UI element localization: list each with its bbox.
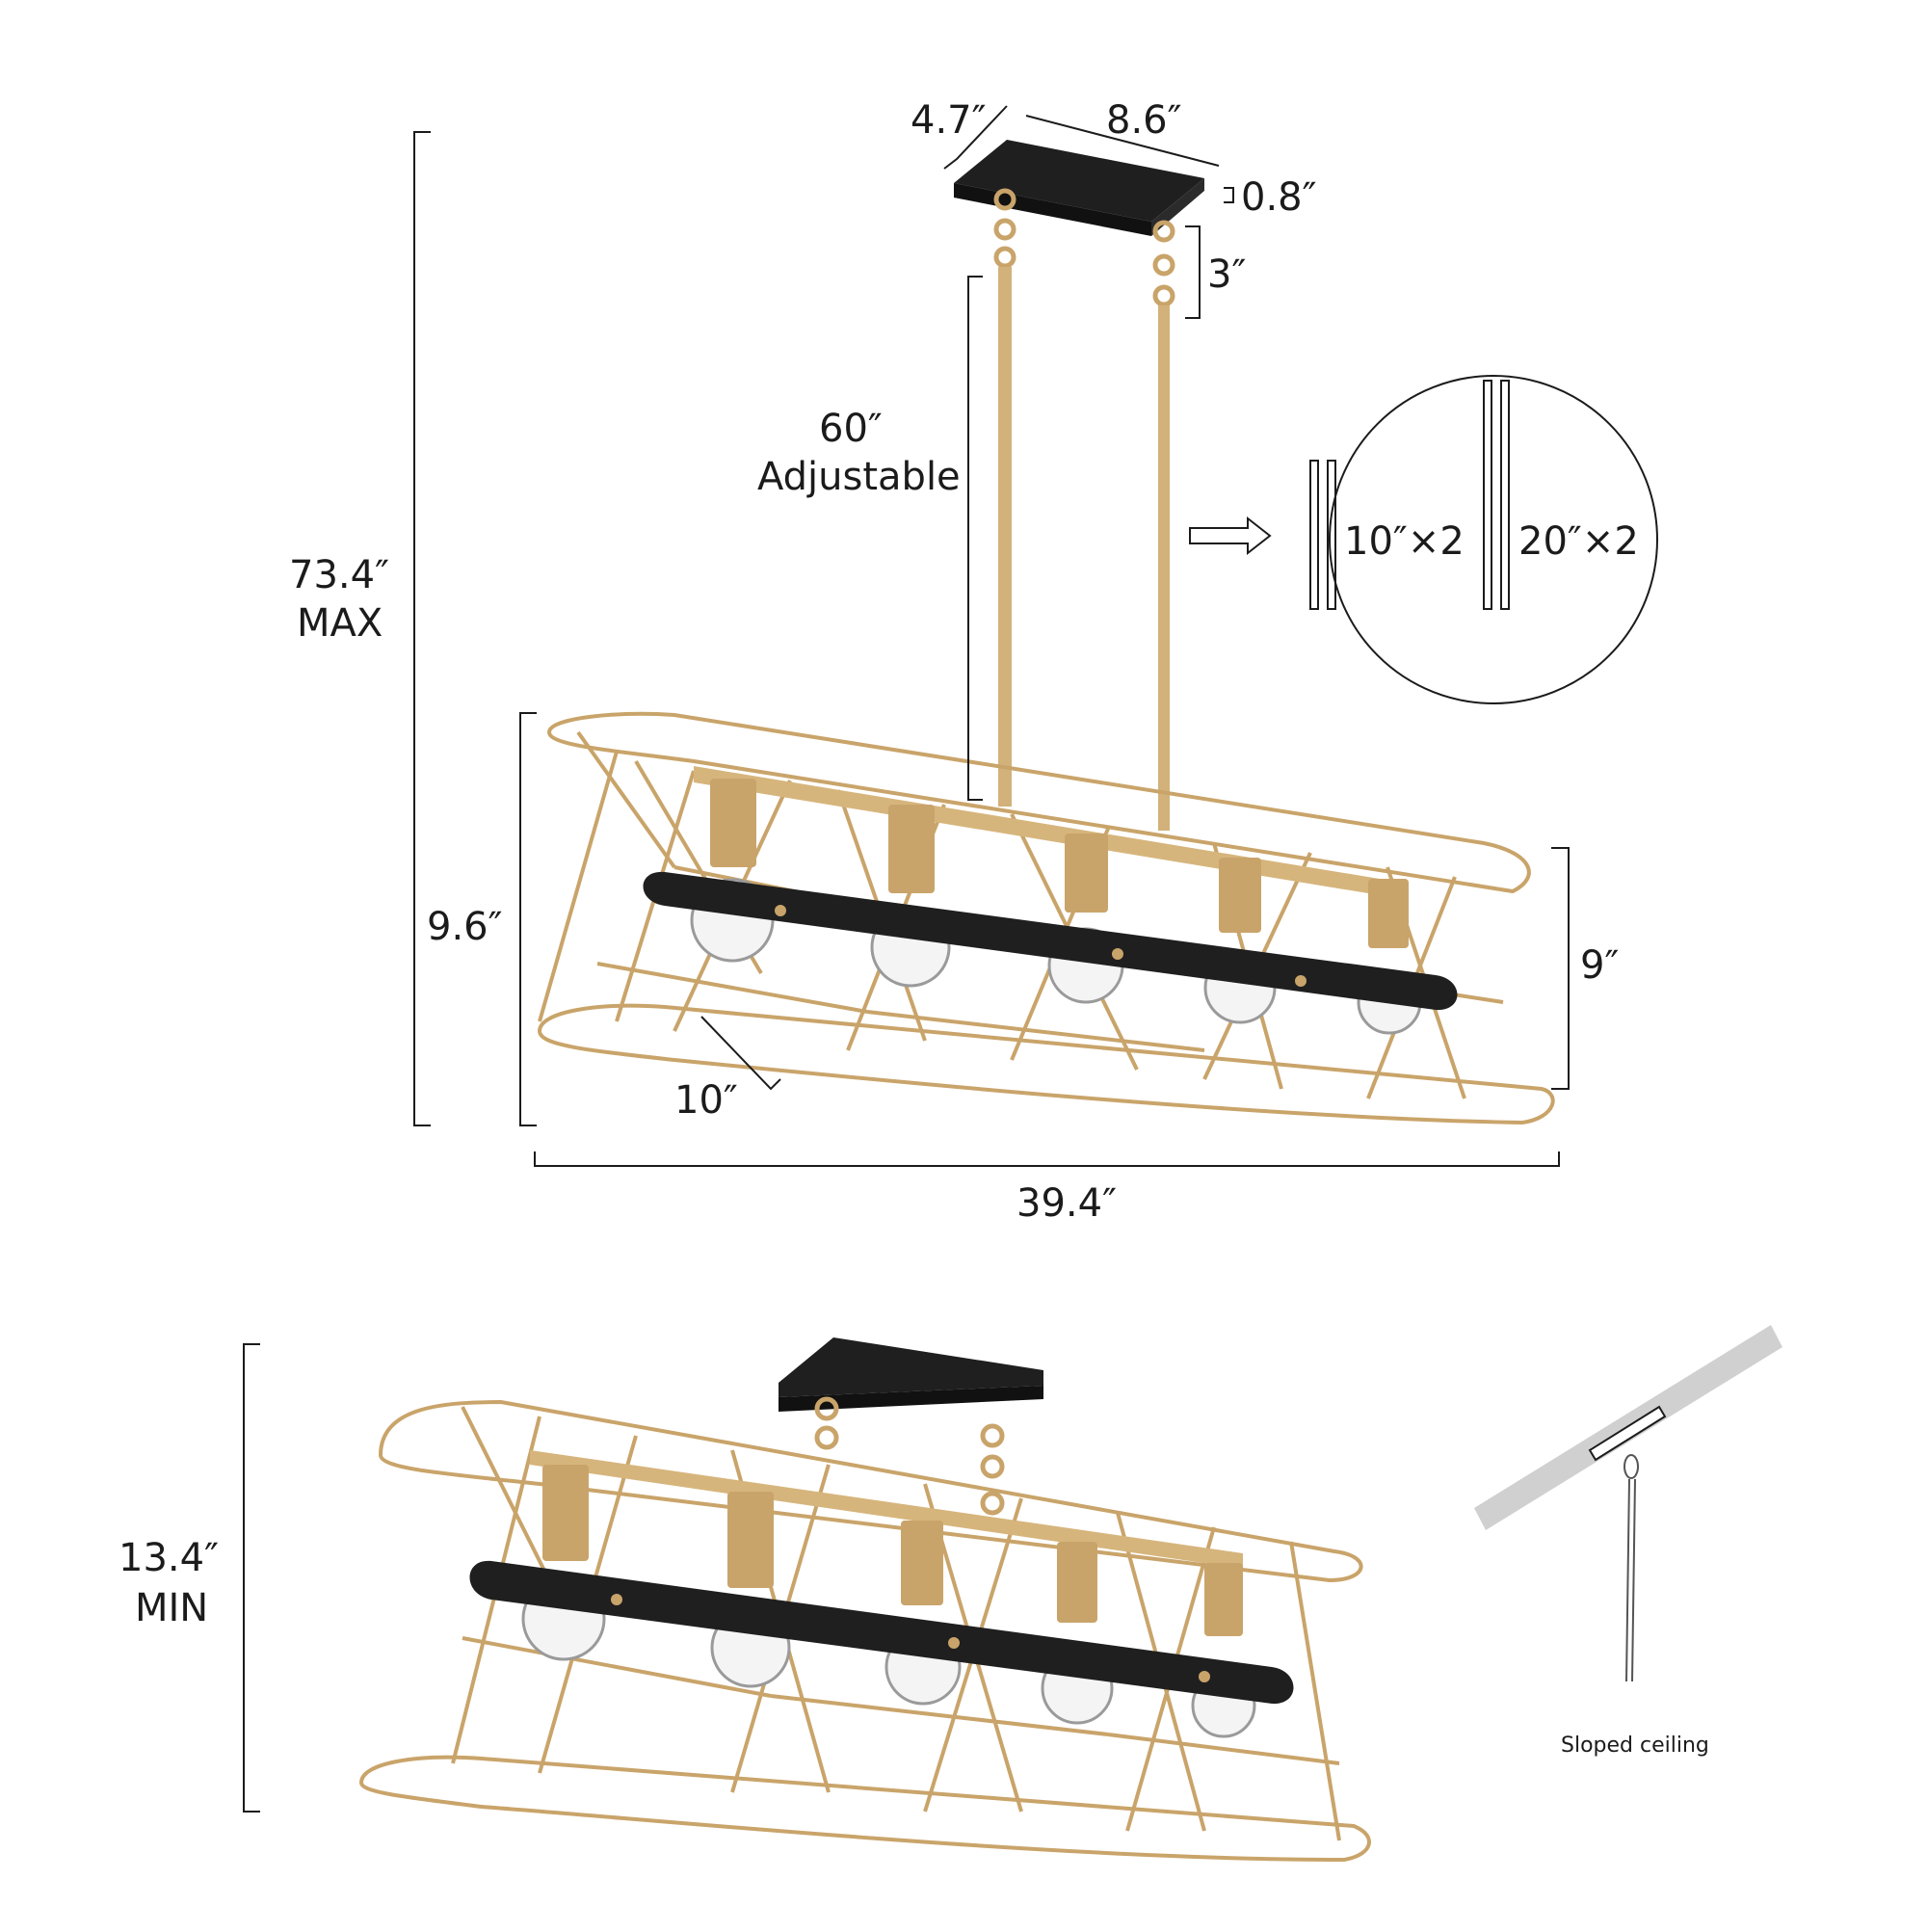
rods-label: 60″	[819, 407, 883, 451]
rod-left	[998, 267, 1012, 807]
sloped-rod	[1623, 1454, 1639, 1682]
canopy-width-label: 8.6″	[1106, 98, 1182, 143]
chain-left	[993, 188, 1016, 269]
fixture-max-view: 4.7″ 8.6″ 0.8″ 3″ 60″ Adjustable 73.4″ M…	[289, 98, 1619, 1226]
total-height-note: MAX	[297, 601, 383, 646]
canopy-min	[779, 1337, 1043, 1412]
chain-right	[1152, 220, 1175, 307]
rod-short-label: 10″×2	[1344, 519, 1465, 564]
fixture-width-label: 39.4″	[1016, 1181, 1117, 1226]
rod-right	[1158, 305, 1170, 831]
rod-long-icon-b	[1500, 380, 1510, 610]
total-height-label: 73.4″	[289, 553, 389, 597]
min-height-note: MIN	[135, 1586, 208, 1630]
rods-note: Adjustable	[757, 455, 961, 499]
canopy-thickness-label: 0.8″	[1241, 175, 1317, 220]
canopy-depth-label: 4.7″	[911, 98, 987, 143]
sloped-mount	[1588, 1405, 1667, 1462]
sloped-ceiling-illustration: Sloped ceiling	[1474, 1325, 1782, 1758]
band-rivets	[775, 905, 1307, 987]
chain-min	[814, 1396, 1005, 1516]
min-height-bracket	[243, 1343, 260, 1813]
dimension-lines	[413, 105, 1570, 1167]
min-height-label: 13.4″	[119, 1536, 219, 1580]
rod-long-label: 20″×2	[1518, 519, 1639, 564]
black-band-min	[469, 1560, 1294, 1705]
fixture-min-view: 13.4″ MIN	[119, 1337, 1371, 1863]
band-rivets-min	[611, 1594, 1210, 1682]
detail-circle	[1329, 375, 1658, 704]
arrow-icon	[1189, 516, 1272, 556]
fixture-height-left-label: 9.6″	[427, 905, 503, 949]
sloped-ceiling-label: Sloped ceiling	[1561, 1734, 1709, 1758]
socket-row-top	[710, 779, 1409, 948]
black-band	[643, 871, 1458, 1011]
top-rail	[694, 766, 1397, 898]
rod-detail: 10″×2 20″×2	[1189, 375, 1658, 704]
rod-long-icon-a	[1483, 380, 1492, 610]
chain-label: 3″	[1207, 252, 1246, 297]
rod-short-icon-a	[1309, 460, 1319, 610]
socket-row-min	[542, 1465, 1243, 1636]
fixture-height-right-label: 9″	[1580, 943, 1619, 988]
rod-short-icon-b	[1327, 460, 1336, 610]
top-rail-min	[530, 1450, 1243, 1569]
fixture-depth-label: 10″	[674, 1078, 738, 1123]
